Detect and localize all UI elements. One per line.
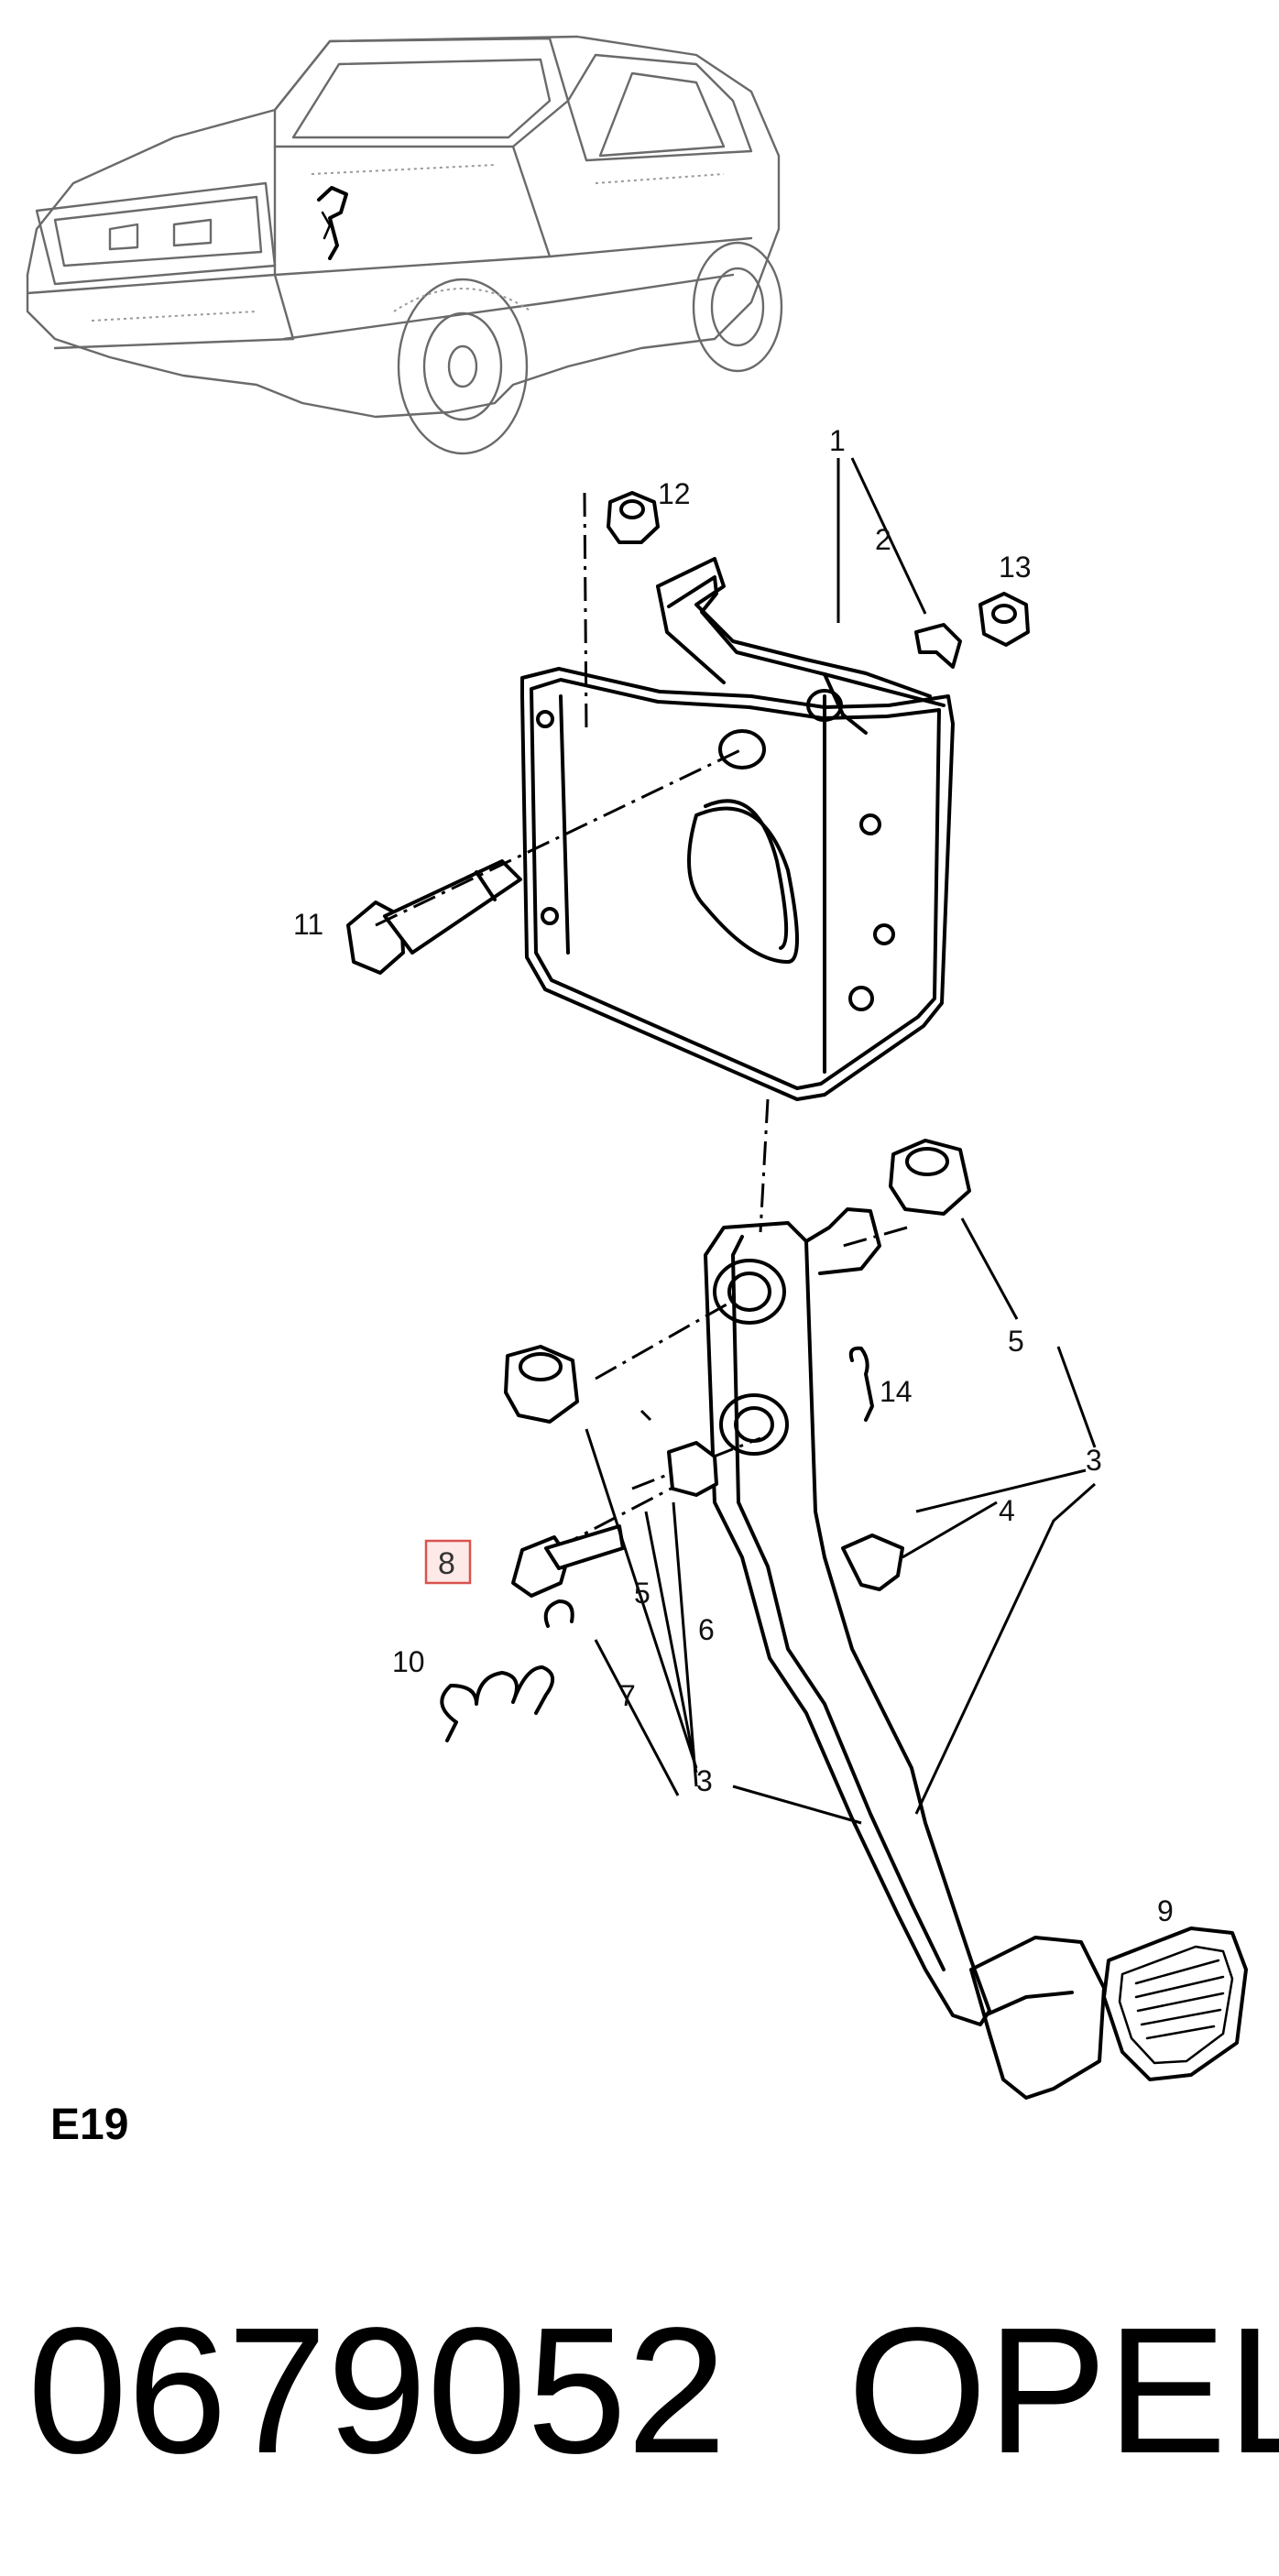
- callout-13: 13: [999, 551, 1032, 584]
- callout-10: 10: [392, 1645, 425, 1678]
- callout-labels: 1 2 13 12 11 5 14 3 4 5 6 10 7 3 9 8: [293, 424, 1174, 1927]
- callout-9: 9: [1157, 1894, 1174, 1927]
- callout-3-right: 3: [1086, 1444, 1102, 1477]
- clip-14: [848, 1346, 874, 1422]
- brand-name: OPEL: [847, 2290, 1279, 2491]
- callout-12: 12: [658, 477, 691, 510]
- callout-4: 4: [999, 1494, 1015, 1527]
- highlight-box[interactable]: [424, 1539, 472, 1585]
- section-label: E19: [50, 2101, 128, 2149]
- callout-2: 2: [875, 523, 891, 556]
- return-spring: [440, 1665, 554, 1742]
- clip-7: [543, 1599, 574, 1628]
- stopper: [841, 1534, 904, 1591]
- clip-2: [914, 623, 962, 669]
- callout-5-right: 5: [1008, 1325, 1024, 1358]
- pivot-pin: [511, 1524, 625, 1598]
- pedal-pad: [1102, 1927, 1248, 2081]
- callout-3-left: 3: [696, 1764, 713, 1797]
- leader-lines: [585, 457, 1097, 1825]
- pedal-bracket: [520, 557, 955, 1101]
- bolt: [346, 859, 522, 975]
- callout-1: 1: [829, 424, 846, 457]
- part-number-bar: 0679052 OPEL: [0, 2254, 1279, 2528]
- part-number: 0679052: [27, 2290, 727, 2491]
- bushing-lower: [504, 1345, 579, 1424]
- spacer: [667, 1441, 718, 1497]
- nut-13: [978, 592, 1030, 647]
- callout-11: 11: [293, 908, 323, 941]
- callout-6: 6: [698, 1613, 715, 1646]
- callout-7: 7: [619, 1679, 636, 1712]
- callout-5-left: 5: [634, 1577, 650, 1610]
- bushing-upper: [889, 1139, 971, 1216]
- clutch-pedal: [704, 1207, 1106, 2100]
- callout-8[interactable]: 8: [438, 1546, 455, 1581]
- callout-14: 14: [880, 1375, 913, 1408]
- nut-12: [607, 491, 660, 544]
- vehicle-illustration: [26, 35, 783, 455]
